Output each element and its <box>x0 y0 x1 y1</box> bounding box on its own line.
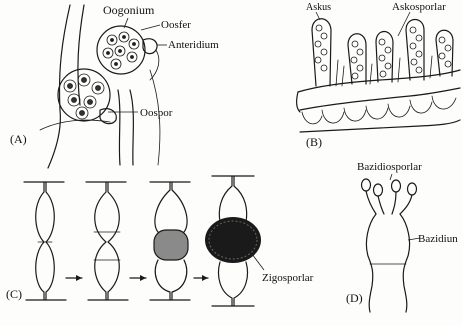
hypha-center-2 <box>130 90 133 165</box>
ascus-1 <box>312 19 331 86</box>
zigosporlar-label: Zigosporlar <box>262 272 314 284</box>
zygo-stage-4 <box>205 176 261 306</box>
hymenium-top <box>298 70 460 92</box>
oosfer-cluster <box>103 32 139 69</box>
askosporlar-pointer <box>398 12 410 36</box>
bazidium-label: Bazidiun <box>418 233 458 245</box>
base-dark-band <box>300 120 460 132</box>
base-cells <box>302 96 456 124</box>
panel-a-letter: (A) <box>10 132 27 146</box>
oospor-cluster <box>64 74 104 119</box>
panel-c: Zigosporlar (C) <box>6 176 314 306</box>
panel-b-letter: (B) <box>306 135 322 149</box>
ascus-3 <box>376 32 393 83</box>
hypha-cross <box>40 120 110 130</box>
oosfer-label: Oosfer <box>161 19 191 31</box>
ascus-2 <box>348 34 366 84</box>
hypha-left-2 <box>78 5 84 105</box>
zygo-stage-2 <box>86 182 128 300</box>
panel-b: Askus Askosporlar (B) <box>297 1 460 149</box>
oosfer-pointer <box>141 25 160 30</box>
arrow-2-head <box>140 275 146 281</box>
zigosporlar-pointer <box>252 254 264 270</box>
oogonium-label: Oogonium <box>103 3 155 17</box>
basidiospores <box>362 179 417 196</box>
hypha-center <box>118 90 120 165</box>
hymenium-line <box>300 88 460 110</box>
sterigmata <box>366 191 412 214</box>
oospor-label: Oospor <box>140 107 173 119</box>
basidium-right <box>400 214 410 312</box>
askosporlar-label: Askosporlar <box>392 1 446 13</box>
bazidiosporlar-label: Bazidiosporlar <box>357 161 422 173</box>
panel-d: Bazidiosporlar Bazidiun (D) <box>346 161 458 312</box>
hymenium-edge <box>297 92 300 112</box>
arrow-3-head <box>202 275 208 281</box>
anteridium-label: Anteridium <box>168 39 219 51</box>
panel-d-letter: (D) <box>346 291 363 305</box>
arrow-1-head <box>76 275 82 281</box>
basidium-left <box>366 214 376 312</box>
zygo-stage-3 <box>150 182 190 300</box>
zygospore <box>205 217 261 263</box>
panel-c-letter: (C) <box>6 287 22 301</box>
askus-label: Askus <box>306 2 331 13</box>
ascus-4 <box>406 20 424 81</box>
panel-a: Oogonium Oosfer Anteridium Oospor (A) <box>10 3 219 168</box>
bazidiosporlar-pointer <box>390 174 392 180</box>
zygo-stage-1 <box>24 182 66 300</box>
ascus-5 <box>436 30 453 76</box>
